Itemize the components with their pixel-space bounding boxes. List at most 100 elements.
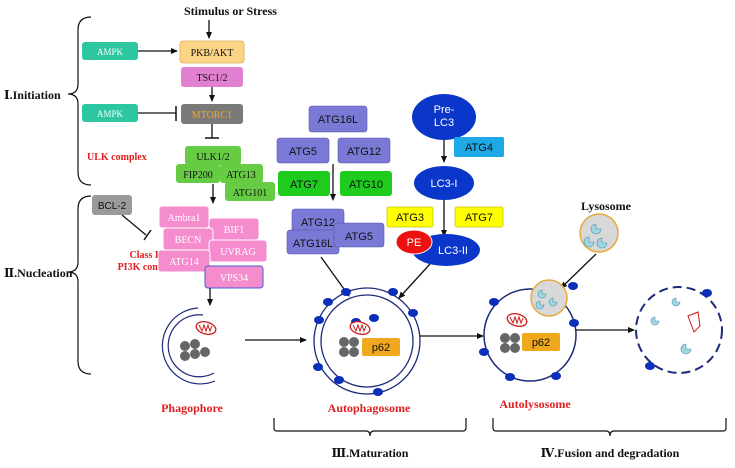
atg7-yellow-node [454, 206, 504, 228]
pre-lc3-label-2: LC3 [434, 117, 454, 129]
vps34-label: VPS34 [220, 273, 248, 284]
atg13-label: ATG13 [226, 170, 255, 181]
atg14-label: ATG14 [169, 257, 198, 268]
atg3-label: ATG3 [396, 212, 424, 224]
autophagosome-mitochondrion-icon [349, 321, 371, 335]
lysosome-enzyme-icons [583, 223, 608, 249]
inhibit-bar-bcl2-class3 [143, 229, 152, 241]
bif1-label: BIF1 [224, 225, 245, 236]
phase-nucleation-label: Ⅱ.Nucleation [4, 266, 73, 280]
atg12-node [337, 137, 391, 164]
pre-lc3-node [412, 94, 476, 140]
phase-initiation-label: Ⅰ.Initiation [4, 88, 61, 102]
lc3-i-label: LC3-I [431, 178, 458, 190]
class3-label-2: PI3K complex [118, 262, 179, 273]
atg5-label: ATG5 [289, 146, 317, 158]
bcl2-label: BCL-2 [98, 201, 127, 212]
bracket-fusion [492, 418, 727, 437]
atg16l-node [308, 105, 368, 133]
mtorc1-node [181, 104, 243, 124]
complex-atg5-node [333, 222, 385, 248]
p62-node-1 [362, 338, 400, 356]
phagophore-inner [167, 314, 215, 378]
autophagosome-inner [320, 294, 414, 388]
uvrag-label: UVRAG [220, 247, 256, 258]
atg101-node [225, 182, 275, 201]
phase-fusion-label: Ⅳ.Fusion and degradation [541, 446, 680, 460]
autolysosome-fusing-lysosome [530, 279, 568, 317]
bcl2-node [92, 195, 132, 215]
complex-atg16l-label: ATG16L [293, 238, 333, 250]
atg4-node [454, 137, 504, 157]
phagophore-label: Phagophore [161, 401, 223, 415]
pe-node [395, 229, 433, 255]
class3-label-1: Class III [130, 250, 167, 261]
atg4-label: ATG4 [465, 142, 493, 154]
pkb-akt-node [179, 40, 245, 64]
autolysosome-label: Autolysosome [499, 397, 571, 411]
atg14-node [157, 249, 211, 273]
tsc-label: TSC1/2 [196, 73, 227, 84]
ulk-complex-label: ULK complex [87, 152, 147, 163]
complex-atg12-label: ATG12 [301, 217, 335, 229]
inhibit-bcl2-class3 [121, 214, 147, 236]
atg12-label: ATG12 [347, 146, 381, 158]
ampk-node-1 [82, 42, 138, 60]
ampk-label-1: AMPK [97, 47, 124, 57]
p62-label-1: p62 [372, 342, 390, 354]
p62-label-2: p62 [532, 337, 550, 349]
lc3-i-node [414, 166, 474, 200]
pre-lc3-label-1: Pre- [434, 104, 455, 116]
lysosome-label: Lysosome [581, 199, 632, 213]
atg5-node [276, 137, 330, 164]
atg7-green-label: ATG7 [290, 179, 318, 191]
pkb-akt-label: PKB/AKT [191, 48, 234, 59]
atg7-green-node [278, 171, 330, 196]
autophagosome-outer [313, 287, 421, 395]
atg16l-label: ATG16L [318, 114, 358, 126]
ulk12-node [185, 146, 241, 165]
mitochondrion-icon [195, 321, 217, 335]
atg3-node [386, 206, 434, 228]
mtorc1-label: MTORC1 [192, 110, 232, 121]
degraded-mitochondrion-icon [687, 311, 701, 333]
tsc-node [181, 67, 243, 87]
pe-label: PE [407, 237, 422, 249]
arrow-lysosome-autolysosome [560, 253, 597, 289]
ambra1-label: Ambra1 [168, 213, 201, 224]
stimulus-label: Stimulus or Stress [184, 4, 277, 18]
autolysosome-dots [479, 282, 579, 381]
autophagosome-label: Autophagosome [328, 401, 411, 415]
bracket-initiation [67, 16, 92, 186]
fip200-node [176, 164, 220, 183]
atg7-yellow-label: ATG7 [465, 212, 493, 224]
protein-aggregate-icon [180, 339, 210, 361]
ampk-node-2 [82, 104, 138, 122]
autolysosome-mitochondrion-icon [506, 313, 528, 327]
atg101-label: ATG101 [233, 188, 267, 199]
degraded-enzyme-icons [650, 297, 692, 355]
lc3-ii-label: LC3-II [438, 245, 468, 257]
ampk-label-2: AMPK [97, 109, 124, 119]
becn-label: BECN [175, 235, 202, 246]
bracket-nucleation [67, 195, 92, 375]
autolysosome-enzyme-icons [535, 289, 558, 310]
complex-atg5-label: ATG5 [345, 231, 373, 243]
bracket-maturation [273, 418, 467, 437]
autophagosome-aggregate-icon [339, 337, 359, 357]
atg10-label: ATG10 [349, 179, 383, 191]
atg10-node [340, 171, 392, 196]
autolysosome-outer [483, 288, 577, 382]
phagophore-outer [161, 307, 216, 385]
degradation-vesicle [635, 286, 723, 374]
vps34-node [204, 265, 264, 289]
degradation-dots [645, 289, 712, 370]
atg13-node [220, 164, 263, 183]
ulk12-label: ULK1/2 [196, 152, 229, 163]
p62-node-2 [522, 333, 560, 351]
phase-maturation-label: Ⅲ.Maturation [332, 446, 409, 460]
arrow-lc3ii-autophagosome [398, 263, 431, 299]
autolysosome-aggregate-icon [500, 333, 520, 353]
fip200-label: FIP200 [183, 170, 212, 181]
